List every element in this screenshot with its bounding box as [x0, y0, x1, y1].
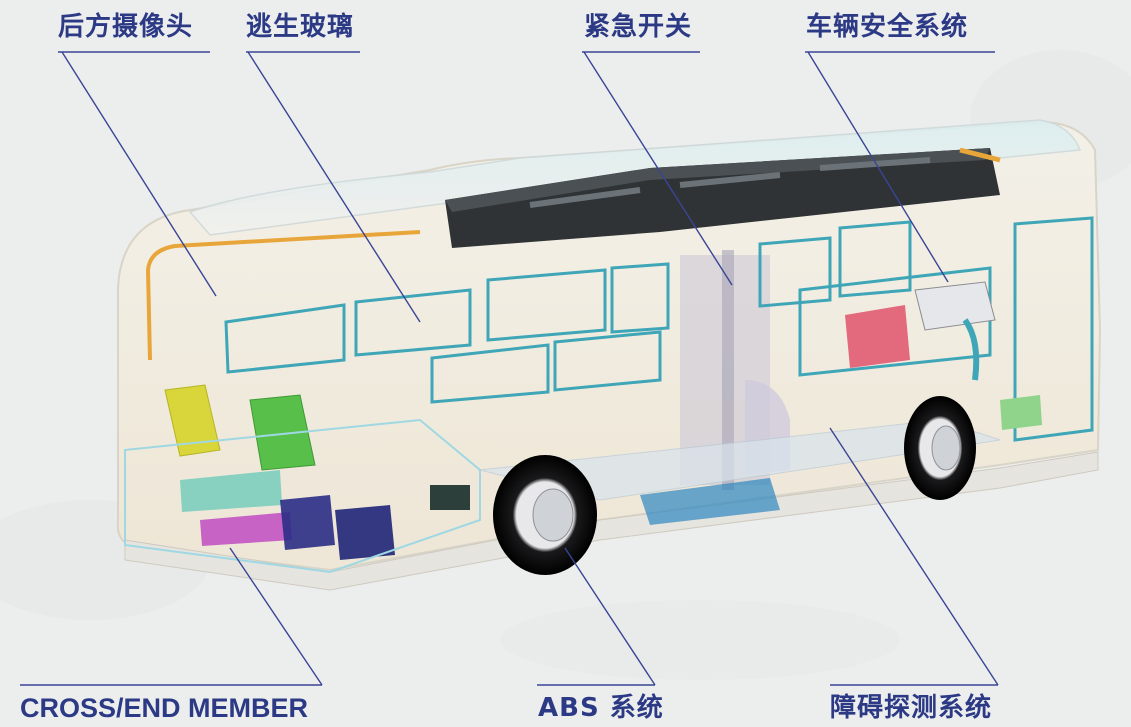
callout-cross-end-member: CROSS/END MEMBER — [20, 693, 309, 723]
front-wheel — [904, 396, 976, 500]
driver-area — [845, 281, 1042, 430]
rear-components — [124, 384, 481, 574]
roof-battery-pack — [445, 147, 1001, 248]
windows — [224, 216, 1094, 442]
callout-escape-glass: 逃生玻璃 — [246, 12, 355, 42]
callout-emergency-switch: 紧急开关 — [584, 12, 693, 42]
rear-wheel — [493, 455, 597, 575]
callout-rear-camera: 后方摄像头 — [58, 12, 194, 42]
callout-vehicle-safety: 车辆安全系统 — [806, 12, 969, 42]
leader-lines — [20, 51, 999, 686]
callout-obstacle-detection: 障碍探测系统 — [830, 693, 993, 723]
orange-cable — [145, 230, 421, 361]
callout-abs: ABS 系统 — [538, 693, 664, 723]
